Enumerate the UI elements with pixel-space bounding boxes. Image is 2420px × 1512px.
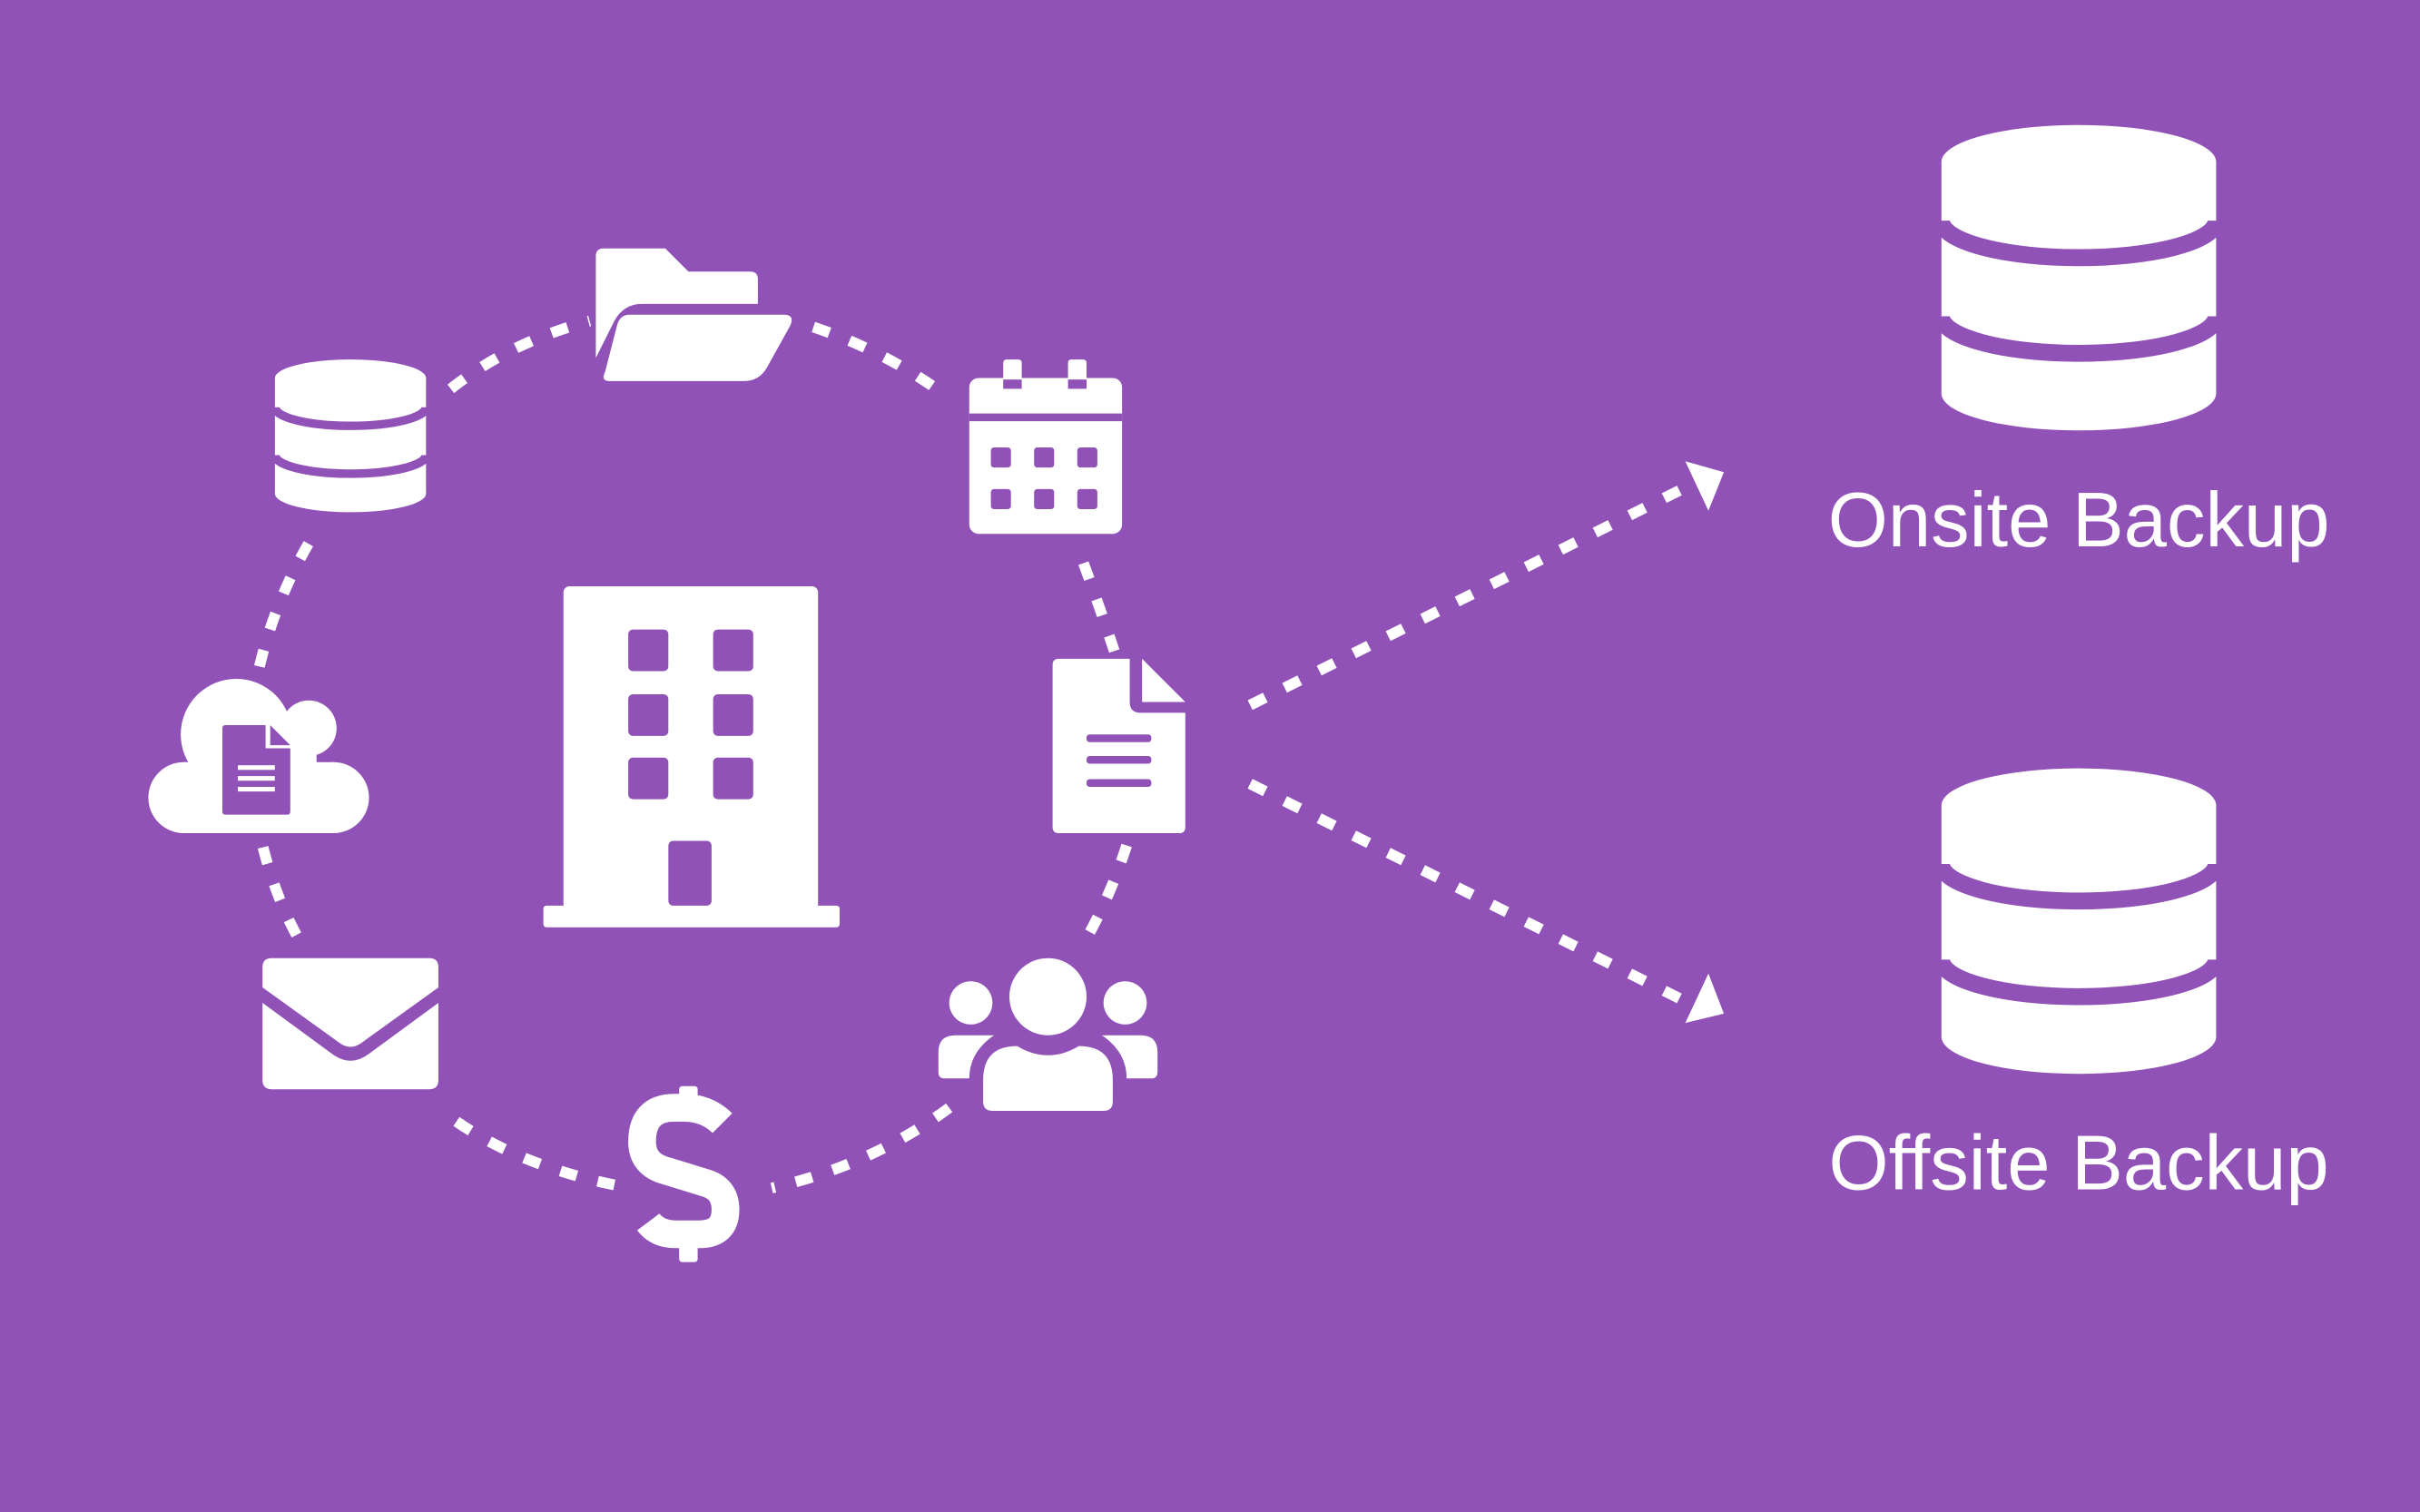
dollar-icon [628,1085,740,1262]
cycle-connectors [254,315,1132,1193]
arrow-to-onsite [1247,461,1725,711]
offsite-backup-label: Offsite Backup [1828,1121,2328,1207]
offsite-backup: Offsite Backup [1828,769,2329,1207]
arrow-to-offsite [1247,779,1725,1024]
folder-icon [595,248,792,381]
cloud-document-icon [148,679,369,833]
envelope-icon [262,957,438,1090]
onsite-backup: Onsite Backup [1828,125,2330,564]
database-icon [1942,769,2217,1075]
calendar-icon [969,359,1123,535]
document-icon [1052,658,1185,833]
onsite-backup-label: Onsite Backup [1828,477,2330,564]
database-icon [275,359,426,512]
office-building-icon [543,586,840,928]
users-icon [938,957,1158,1111]
database-icon [1942,125,2217,431]
